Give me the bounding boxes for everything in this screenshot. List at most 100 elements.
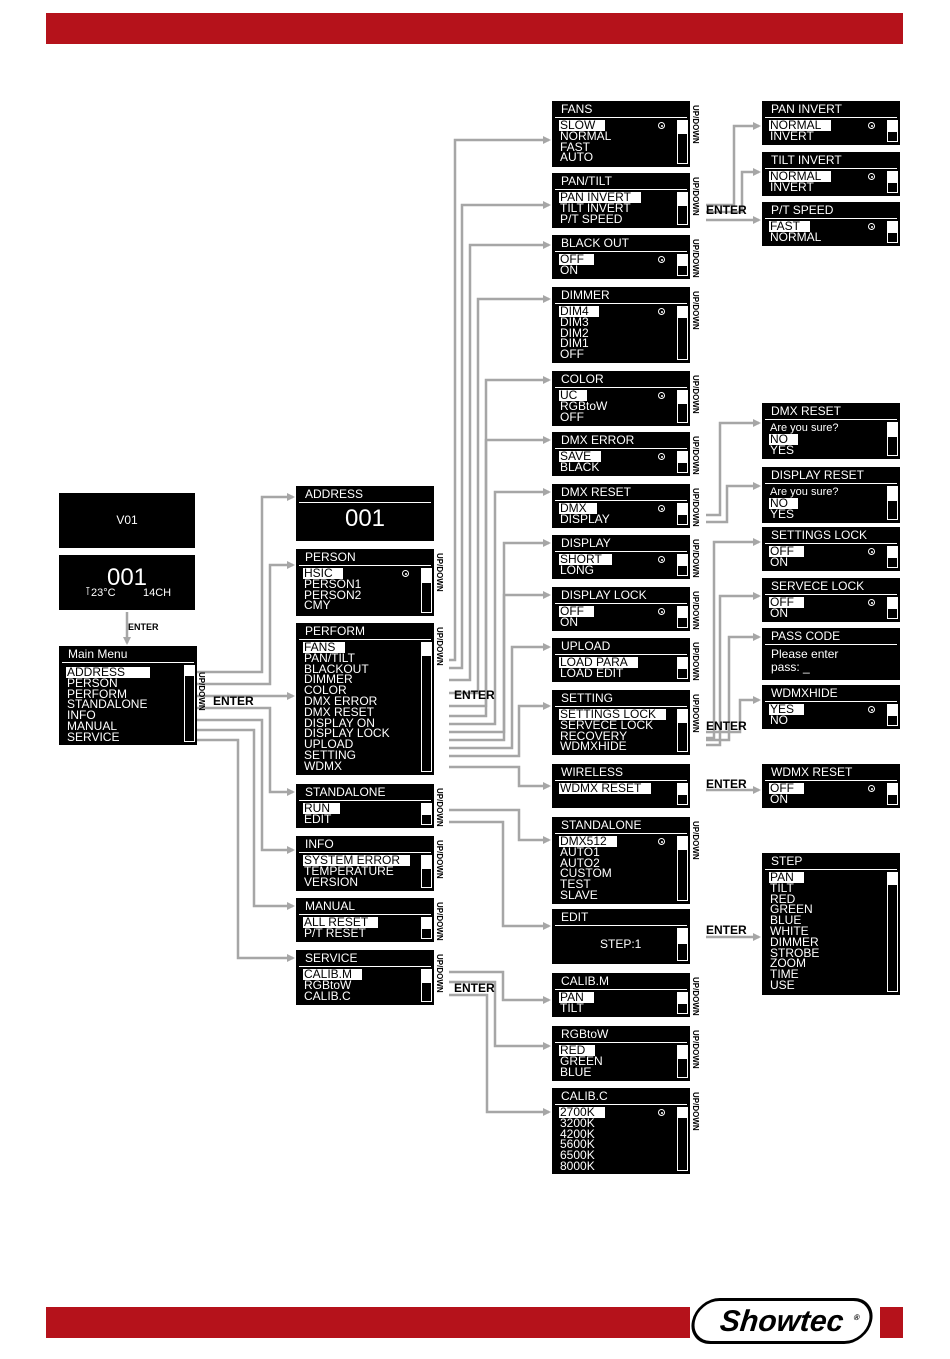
dmxreset_c-option[interactable]: NO xyxy=(769,433,798,445)
step-option[interactable]: RED xyxy=(770,891,796,906)
calibc-option[interactable]: 4200K xyxy=(560,1126,595,1141)
dmxreset_c-option[interactable]: YES xyxy=(770,442,795,457)
pantilt-option[interactable]: P/T SPEED xyxy=(560,211,623,226)
ptspeed-option[interactable]: NORMAL xyxy=(770,229,822,244)
color-option[interactable]: RGBtoW xyxy=(560,398,608,413)
rgbtow-option[interactable]: RED xyxy=(559,1044,596,1056)
upload-option[interactable]: LOAD EDIT xyxy=(560,665,624,680)
wdmxhide-option[interactable]: NO xyxy=(770,712,788,727)
pass-code-input[interactable]: pass: _ xyxy=(771,660,810,674)
scrollbar[interactable] xyxy=(421,642,432,772)
info-option[interactable]: TEMPERATURE xyxy=(304,863,394,878)
displayreset-option[interactable]: YES xyxy=(770,506,795,521)
scrollbar[interactable] xyxy=(677,606,688,628)
step-option[interactable]: USE xyxy=(770,977,795,992)
scrollbar[interactable] xyxy=(421,803,432,825)
dmxerror-option[interactable]: SAVE xyxy=(559,450,602,462)
scrollbar[interactable] xyxy=(887,120,898,142)
menu-item-standalone[interactable]: STANDALONE xyxy=(67,697,148,712)
scrollbar[interactable] xyxy=(887,486,898,520)
scrollbar[interactable] xyxy=(677,836,688,901)
displaylock-option[interactable]: OFF xyxy=(559,605,594,617)
step-option[interactable]: DIMMER xyxy=(770,934,819,949)
setting-option[interactable]: WDMXHIDE xyxy=(560,739,627,754)
scrollbar[interactable] xyxy=(887,221,898,243)
scrollbar[interactable] xyxy=(887,171,898,193)
step-option[interactable]: BLUE xyxy=(770,913,802,928)
dimmer-option[interactable]: DIM1 xyxy=(560,336,589,351)
calibc-option[interactable]: 2700K xyxy=(559,1106,605,1118)
step-option[interactable]: STROBE xyxy=(770,945,820,960)
displaybox-option[interactable]: LONG xyxy=(560,562,595,577)
menu-item-info[interactable]: INFO xyxy=(67,708,96,723)
displaybox-option[interactable]: SHORT xyxy=(559,553,612,565)
tiltinvert-option[interactable]: NORMAL xyxy=(769,170,832,182)
dimmer-option[interactable]: DIM4 xyxy=(559,305,599,317)
person-option[interactable]: PERSON2 xyxy=(304,587,362,602)
perform-option[interactable]: DMX ERROR xyxy=(304,693,378,708)
scrollbar[interactable] xyxy=(887,783,898,805)
step-option[interactable]: WHITE xyxy=(770,923,809,938)
menu-item-perform[interactable]: PERFORM xyxy=(67,686,127,701)
scrollbar[interactable] xyxy=(677,657,688,679)
scrollbar[interactable] xyxy=(677,120,688,164)
blackout-option[interactable]: ON xyxy=(560,262,578,277)
scrollbar[interactable] xyxy=(677,306,688,360)
step-option[interactable]: ZOOM xyxy=(770,956,806,971)
calibc-option[interactable]: 8000K xyxy=(560,1158,595,1173)
info-option[interactable]: VERSION xyxy=(304,874,359,889)
scrollbar[interactable] xyxy=(677,783,688,805)
scrollbar[interactable] xyxy=(677,390,688,423)
perform-option[interactable]: WDMX xyxy=(304,758,342,773)
scrollbar[interactable] xyxy=(677,554,688,576)
scrollbar[interactable] xyxy=(677,1107,688,1171)
scrollbar[interactable] xyxy=(184,665,195,742)
perform-option[interactable]: PAN/TILT xyxy=(304,650,355,665)
upload-option[interactable]: LOAD PARA xyxy=(559,656,638,668)
fans-option[interactable]: NORMAL xyxy=(560,128,612,143)
dimmer-option[interactable]: OFF xyxy=(560,347,584,362)
scrollbar[interactable] xyxy=(677,451,688,473)
scrollbar[interactable] xyxy=(421,917,432,939)
standalone_r-option[interactable]: DMX512 xyxy=(559,835,617,847)
standalone_r-option[interactable]: TEST xyxy=(560,877,591,892)
person-option[interactable]: CMY xyxy=(304,598,331,613)
perform-option[interactable]: DIMMER xyxy=(304,672,353,687)
wireless-option[interactable]: WDMX RESET xyxy=(559,782,652,794)
perform-option[interactable]: DISPLAY ON xyxy=(304,715,375,730)
perform-option[interactable]: BLACKOUT xyxy=(304,661,369,676)
menu-item-address[interactable]: ADDRESS xyxy=(66,666,151,678)
step-option[interactable]: GREEN xyxy=(770,902,813,917)
scrollbar[interactable] xyxy=(677,928,688,961)
scrollbar[interactable] xyxy=(887,872,898,992)
info-option[interactable]: SYSTEM ERROR xyxy=(303,854,411,866)
servecelock-option[interactable]: ON xyxy=(770,605,788,620)
calibc-option[interactable]: 3200K xyxy=(560,1115,595,1130)
settingslock-option[interactable]: OFF xyxy=(769,545,804,557)
settingslock-option[interactable]: ON xyxy=(770,554,788,569)
scrollbar[interactable] xyxy=(677,709,688,752)
scrollbar[interactable] xyxy=(421,855,432,888)
scrollbar[interactable] xyxy=(677,192,688,225)
step-option[interactable]: PAN xyxy=(769,871,804,883)
ptspeed-option[interactable]: FAST xyxy=(769,220,811,232)
tiltinvert-option[interactable]: INVERT xyxy=(770,179,814,194)
standalone_r-option[interactable]: AUTO1 xyxy=(560,844,600,859)
step-option[interactable]: TIME xyxy=(770,967,799,982)
person-option[interactable]: PERSON1 xyxy=(304,576,362,591)
menu-item-service[interactable]: SERVICE xyxy=(67,729,120,744)
displayreset-option[interactable]: NO xyxy=(769,497,798,509)
scrollbar[interactable] xyxy=(421,969,432,1002)
setting-option[interactable]: SERVECE LOCK xyxy=(560,717,654,732)
perform-option[interactable]: DMX RESET xyxy=(304,704,375,719)
service-option[interactable]: CALIB.C xyxy=(304,988,351,1003)
fans-option[interactable]: SLOW xyxy=(559,119,606,131)
calibc-option[interactable]: 6500K xyxy=(560,1148,595,1163)
standalone_l-option[interactable]: RUN xyxy=(303,802,340,814)
dimmer-option[interactable]: DIM2 xyxy=(560,325,589,340)
scrollbar[interactable] xyxy=(887,597,898,619)
scrollbar[interactable] xyxy=(677,503,688,525)
paninvert-option[interactable]: NORMAL xyxy=(769,119,832,131)
wdmxreset-option[interactable]: OFF xyxy=(769,782,804,794)
paninvert-option[interactable]: INVERT xyxy=(770,128,814,143)
